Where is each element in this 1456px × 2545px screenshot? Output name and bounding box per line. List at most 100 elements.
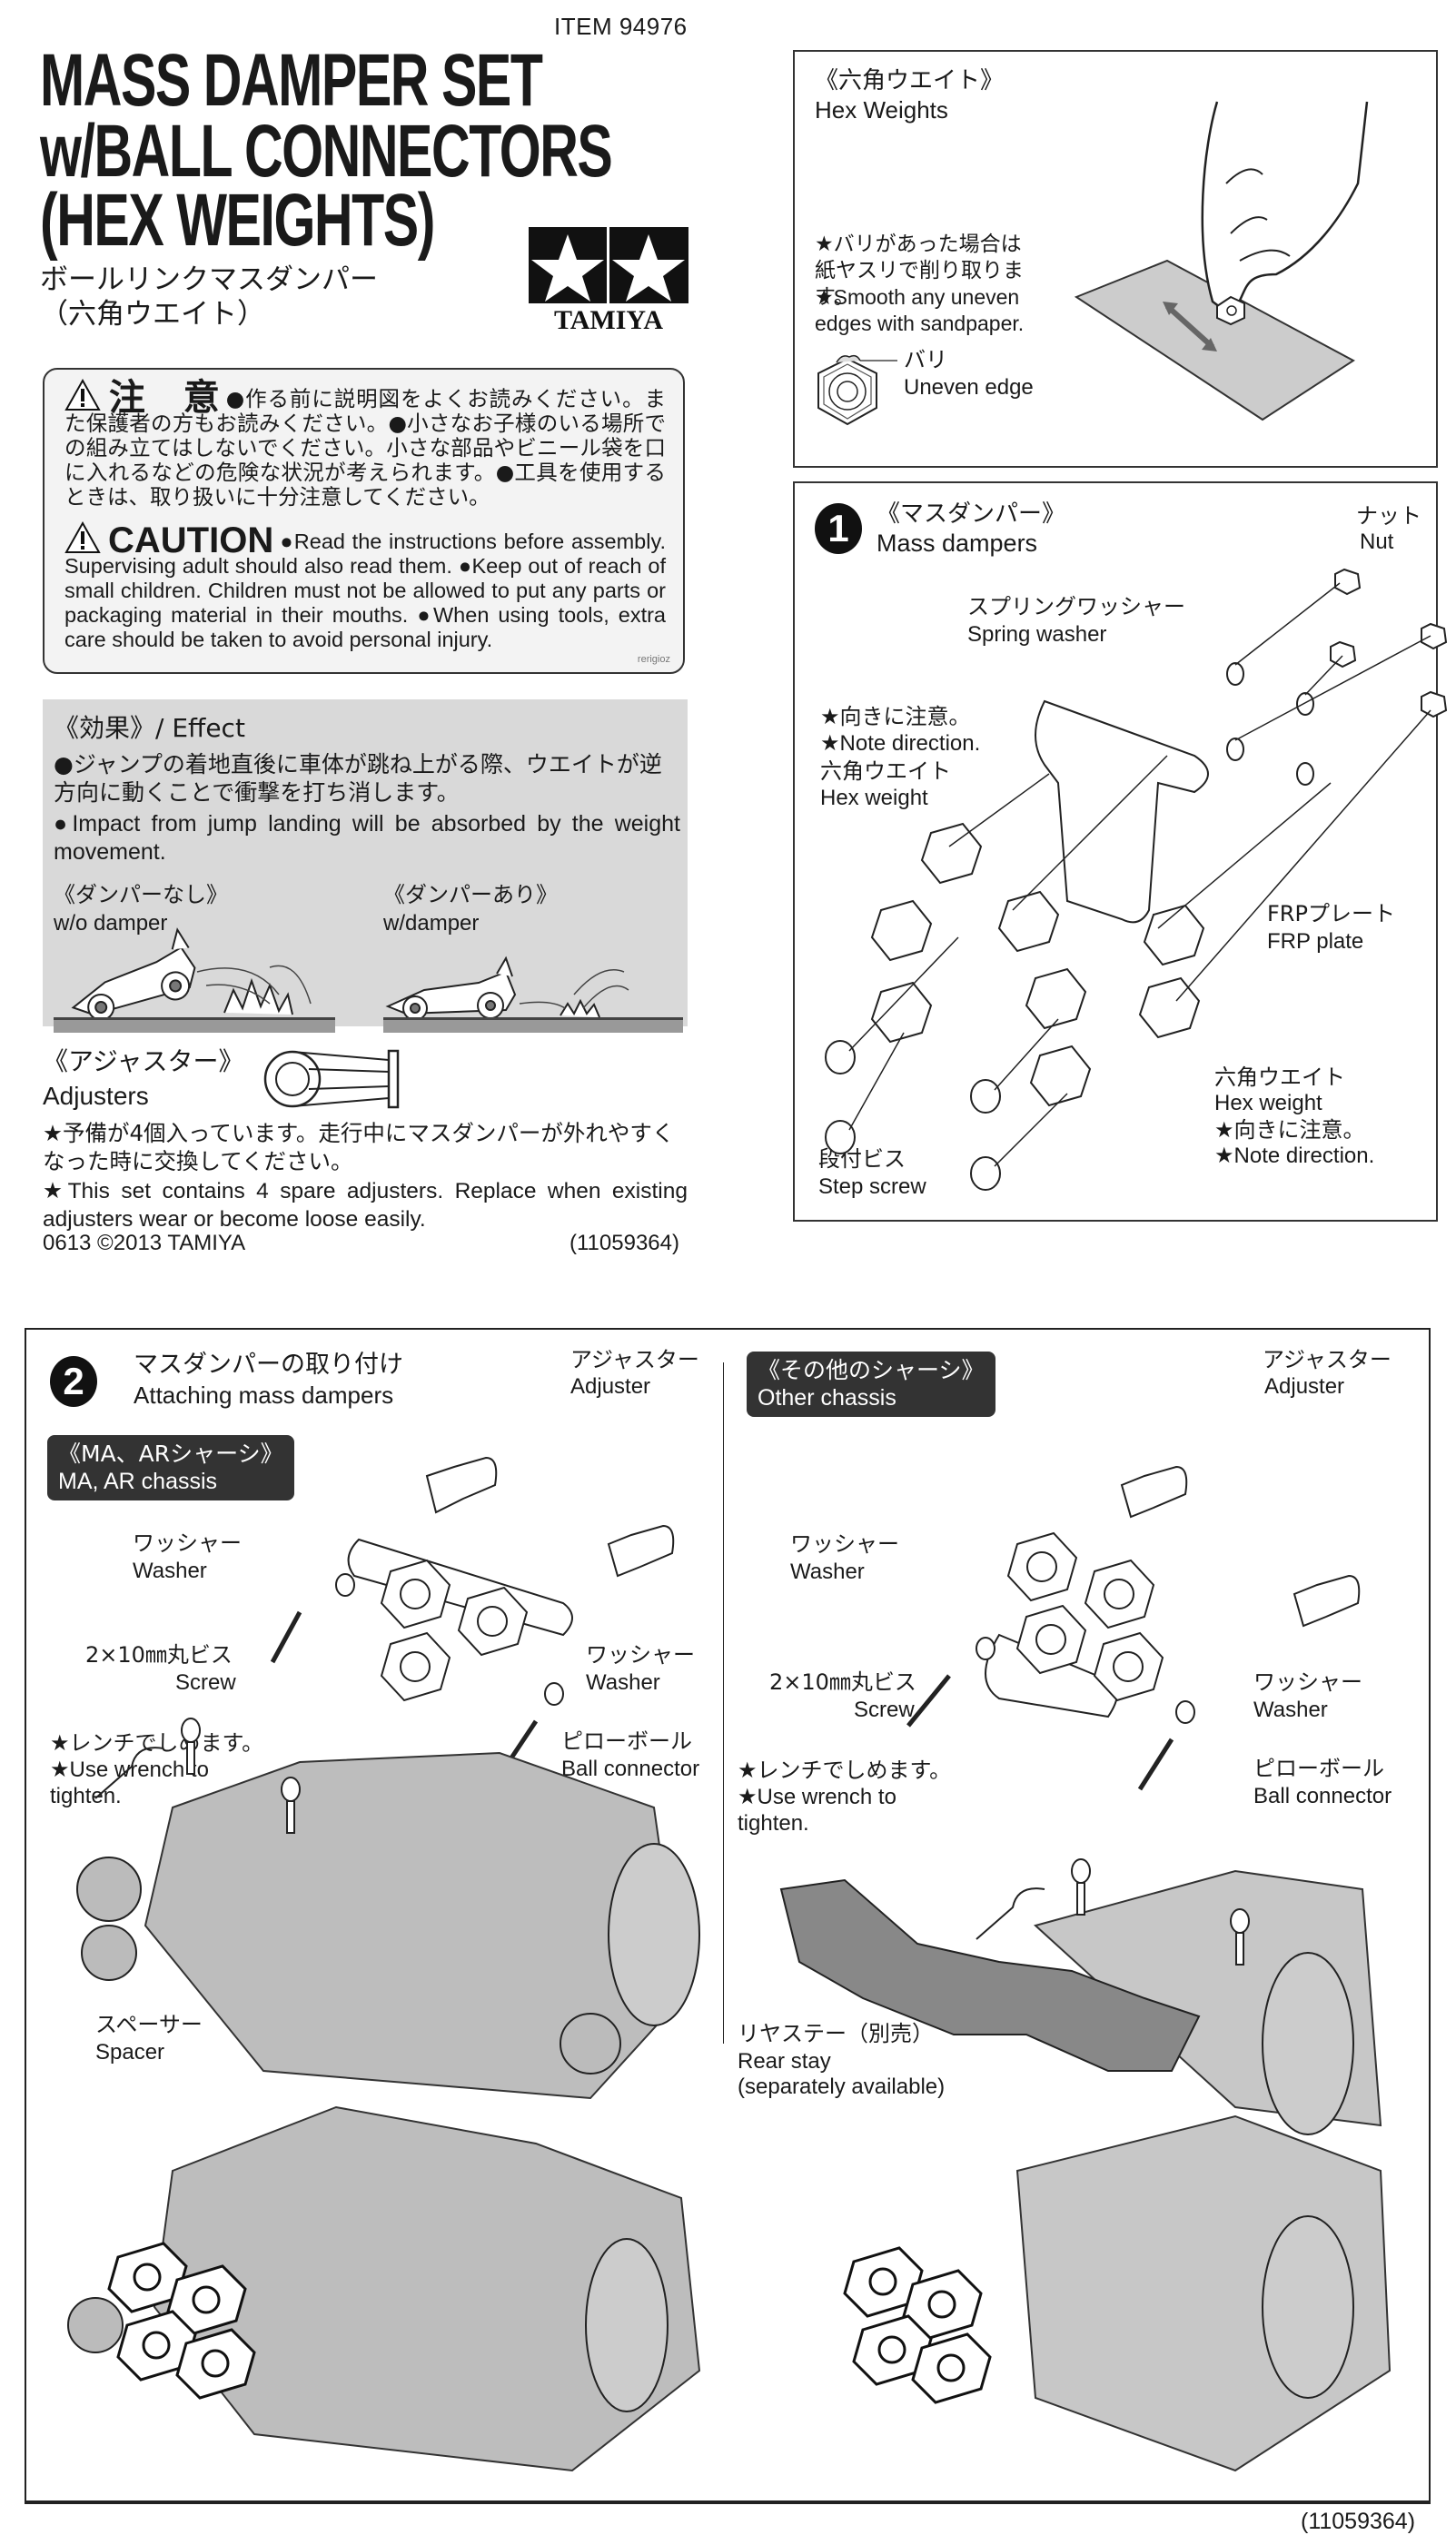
- step-screw-icons: [825, 1040, 1001, 1191]
- wrench-icon: [976, 1887, 1045, 1940]
- rear-stay-en: Rear stay: [738, 2049, 831, 2074]
- hex-weight-icons: [870, 822, 1205, 1107]
- tamiya-logo: TAMIYA: [529, 227, 688, 335]
- damper-plate: [347, 1538, 573, 1637]
- burr-label-jp: バリ: [904, 347, 947, 372]
- bottom-document-code: (11059364): [1301, 2509, 1416, 2534]
- left-screw-jp: 2×10㎜丸ビス: [85, 1642, 233, 1668]
- right-washer2-jp: ワッシャー: [1253, 1669, 1362, 1695]
- tamiya-star-icon: TAMIYA: [529, 227, 688, 335]
- wheel-icon: [1262, 1952, 1354, 2135]
- left-ball-connector-jp: ピローボール: [561, 1728, 692, 1754]
- step-1-number-badge: 1: [815, 503, 862, 554]
- other-chassis-illustration: [779, 1465, 1392, 2472]
- document-code: (11059364): [570, 1231, 679, 1255]
- frp-plate-label-jp: FRPプレート: [1267, 901, 1395, 926]
- screw-icon: [906, 1674, 951, 1728]
- spacer-jp: スペーサー: [95, 2012, 203, 2037]
- note-direction-2-jp: ★向きに注意。: [1214, 1117, 1365, 1143]
- jp-caution-text: ●作る前に説明図をよくお読みください。また保護者の方もお読みください。●小さなお…: [64, 386, 666, 510]
- impact-burst-small: [560, 998, 600, 1018]
- hex-weight-label-en: Hex weight: [820, 786, 928, 810]
- left-wrench-en: ★Use wrench to tighten.: [50, 1758, 209, 1808]
- burr-label-en: Uneven edge: [904, 375, 1034, 400]
- without-damper-en: w/o damper: [54, 911, 168, 936]
- left-ball-connector-en: Ball connector: [561, 1757, 700, 1781]
- right-screw-jp: 2×10㎜丸ビス: [769, 1669, 916, 1695]
- right-adjuster-en: Adjuster: [1264, 1374, 1345, 1399]
- step-1-panel: 1 《マスダンパー》 Mass dampers ナット Nut スプリングワッシ…: [793, 481, 1448, 1222]
- jp-caution: 注 意●作る前に説明図をよくお読みください。また保護者の方もお読みください。●小…: [64, 378, 666, 510]
- hex-weights-panel: 《六角ウエイト》 Hex Weights ★バリがあった場合は紙ヤスリで削り取り…: [793, 50, 1438, 468]
- left-wrench-jp: ★レンチでしめます。: [50, 1730, 264, 1756]
- item-number: ITEM 94976: [554, 13, 688, 40]
- rear-stay-plate: [779, 1878, 1201, 2072]
- installed-mass-damper: [107, 2242, 256, 2400]
- effect-jp-text: ●ジャンプの着地直後に車体が跳ね上がる際、ウエイトが逆方向に動くことで衝撃を打ち…: [54, 751, 662, 806]
- washer-icon: [1175, 1700, 1195, 1724]
- left-washer2-en: Washer: [586, 1670, 660, 1695]
- ma-ar-tag-jp: 《MA、ARシャーシ》: [58, 1441, 283, 1467]
- right-wrench-jp: ★レンチでしめます。: [738, 1758, 952, 1783]
- installed-mass-damper: [843, 2246, 992, 2404]
- double-arrow-icon: [1164, 303, 1215, 350]
- step1-title-en: Mass dampers: [877, 530, 1038, 557]
- watermark: rerigioz: [637, 654, 670, 665]
- sandpaper-icon: [1074, 259, 1355, 421]
- effect-section: 《効果》/ Effect ●ジャンプの着地直後に車体が跳ね上がる際、ウエイトが逆…: [43, 699, 688, 1033]
- en-caution-heading: CAUTION: [108, 520, 274, 560]
- without-damper-jp: 《ダンパーなし》: [54, 882, 228, 907]
- effect-title: 《効果》/ Effect: [54, 713, 245, 743]
- note-direction-en: ★Note direction.: [820, 731, 981, 756]
- right-washer2-en: Washer: [1253, 1698, 1328, 1722]
- frp-plate-label-en: FRP plate: [1267, 929, 1364, 954]
- ball-connector-icon: [181, 1718, 201, 1743]
- spring-washer-label-en: Spring washer: [967, 622, 1107, 647]
- left-adjuster-jp: アジャスター: [570, 1347, 699, 1372]
- note-direction-2-en: ★Note direction.: [1214, 1144, 1375, 1168]
- right-ball-connector-en: Ball connector: [1253, 1784, 1392, 1808]
- other-tag-jp: 《その他のシャーシ》: [758, 1357, 985, 1383]
- hex-weight-label-2-jp: 六角ウエイト: [1214, 1065, 1345, 1090]
- ground-line-right: [383, 1017, 683, 1033]
- hex-note-en: ★Smooth any uneven edges with sandpaper.: [815, 285, 1025, 335]
- ma-ar-chassis-tag: 《MA、ARシャーシ》 MA, AR chassis: [47, 1435, 294, 1500]
- roller-icon: [81, 1925, 137, 1981]
- hex-title-jp: 《六角ウエイト》: [815, 67, 1005, 94]
- other-chassis-tag: 《その他のシャーシ》 Other chassis: [747, 1352, 995, 1417]
- without-damper-label: 《ダンパーなし》 w/o damper: [54, 881, 228, 937]
- hex-weight-assembly: [380, 1559, 529, 1702]
- spring-washer-icons: [1226, 662, 1314, 786]
- ball-connector-icon: [281, 1777, 301, 1802]
- left-adjuster-en: Adjuster: [570, 1374, 651, 1399]
- rear-stay-jp: リヤステー（別売）: [738, 2021, 934, 2046]
- hex-note-jp: ★バリがあった場合は紙ヤスリで削り取ります。: [815, 233, 1024, 309]
- copyright: 0613 ©2013 TAMIYA: [43, 1231, 246, 1255]
- ball-connector-icon: [1071, 1858, 1091, 1884]
- hex-weight-assembly: [1006, 1531, 1164, 1702]
- jp-title-line-2: （六角ウエイト）: [40, 298, 265, 331]
- adjusters-title-en: Adjusters: [43, 1082, 149, 1110]
- step1-title-jp: 《マスダンパー》: [877, 500, 1066, 528]
- logo-text: TAMIYA: [554, 305, 663, 335]
- screw-icon: [270, 1610, 302, 1664]
- warning-icon: [64, 378, 101, 411]
- left-washer1-en: Washer: [133, 1559, 207, 1583]
- with-damper-jp: 《ダンパーあり》: [383, 882, 558, 907]
- step-2-number-badge: 2: [50, 1356, 97, 1407]
- right-screw-en: Screw: [854, 1698, 915, 1722]
- jp-title-line-1: ボールリンクマスダンパー: [40, 263, 378, 296]
- caution-box: 注 意●作る前に説明図をよくお読みください。また保護者の方もお読みください。●小…: [43, 368, 685, 674]
- mass-damper-exploded-diagram: [825, 568, 1448, 1191]
- wheel-icon: [608, 1843, 700, 2026]
- step-screw-label-en: Step screw: [818, 1174, 926, 1199]
- with-damper-label: 《ダンパーあり》 w/damper: [383, 881, 558, 937]
- warning-icon: [64, 520, 101, 553]
- hex-weight-burr-icon: [817, 354, 897, 426]
- left-washer2-jp: ワッシャー: [586, 1642, 695, 1668]
- right-ball-connector-jp: ピローボール: [1253, 1756, 1384, 1781]
- right-adjuster-jp: アジャスター: [1263, 1347, 1392, 1372]
- adjuster-icons: [1120, 1465, 1361, 1628]
- ball-connector-icon: [1230, 1908, 1250, 1934]
- en-caution-text: ●Read the instructions before assembly. …: [64, 530, 666, 651]
